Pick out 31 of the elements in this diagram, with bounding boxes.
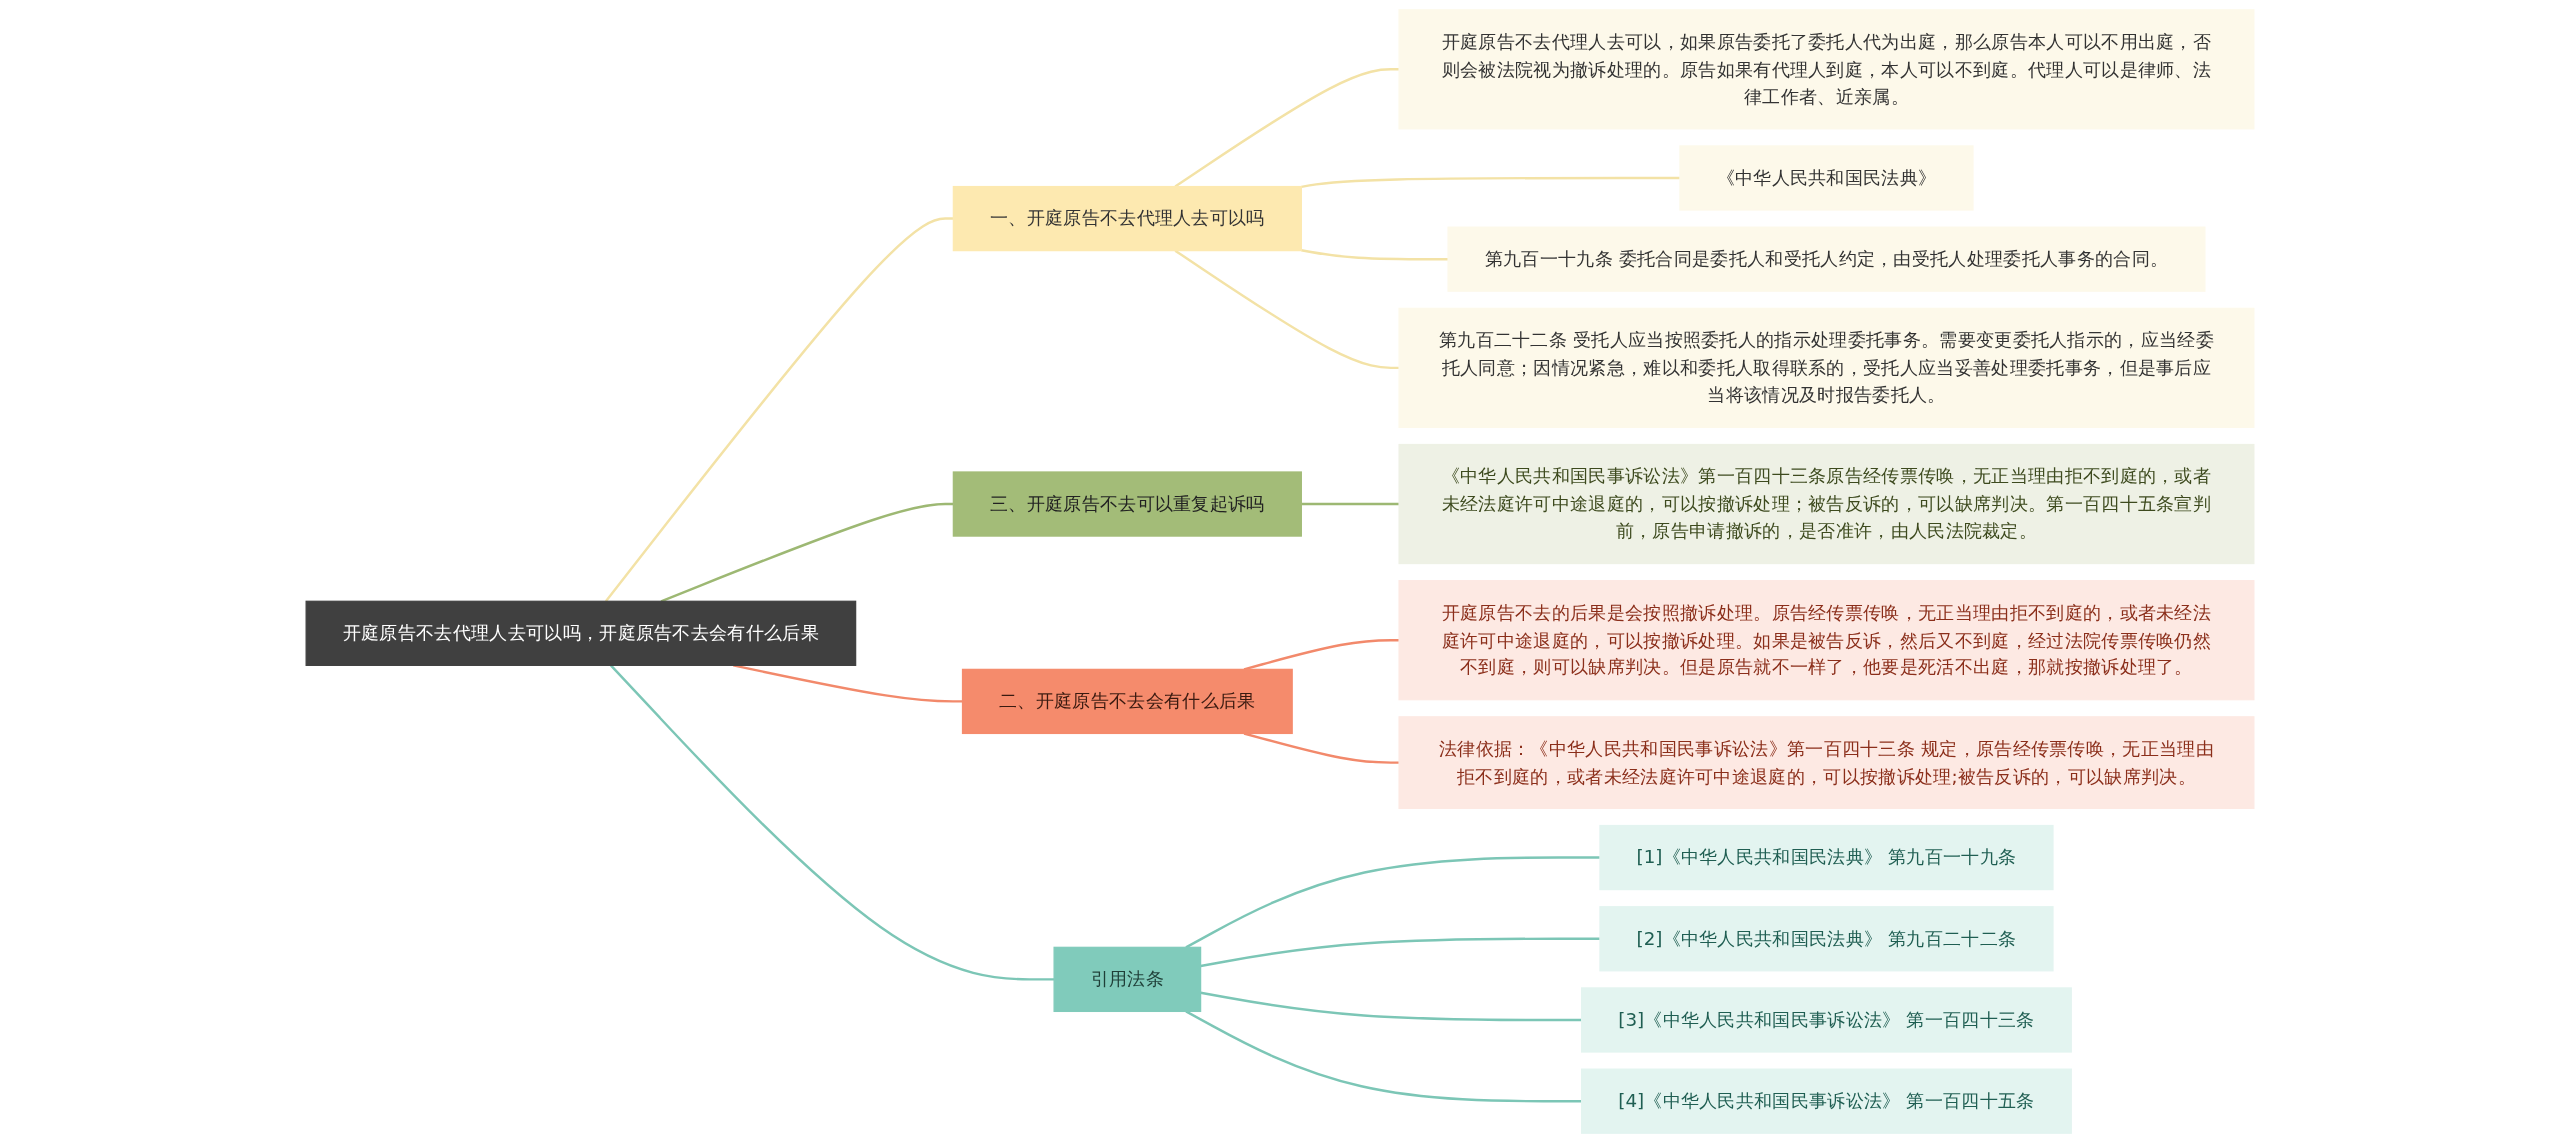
node-box: [961, 668, 1293, 735]
node-box: [305, 600, 857, 666]
connector: [604, 217, 954, 602]
node-box: [1398, 307, 2255, 428]
connector: [1301, 249, 1449, 261]
node-box: [1599, 824, 2054, 891]
node-box: [1679, 145, 1974, 211]
connector: [660, 502, 954, 603]
connector: [609, 664, 1055, 981]
node-box: [1398, 443, 2255, 565]
connector: [1243, 638, 1400, 671]
connector: [1174, 68, 1400, 188]
connector: [1200, 991, 1582, 1022]
connector: [1174, 249, 1400, 370]
node-box: [1599, 906, 2054, 972]
connector: [1301, 502, 1400, 506]
node-box: [1398, 9, 2255, 130]
connector: [1185, 856, 1600, 949]
connector: [1185, 1010, 1582, 1103]
connector: [1301, 176, 1680, 189]
connector: [1243, 732, 1400, 764]
node-box: [1581, 987, 2072, 1053]
node-box: [1053, 946, 1202, 1013]
connector: [733, 664, 963, 703]
connector: [1200, 937, 1600, 968]
node-box: [1398, 716, 2255, 809]
node-box: [1398, 580, 2255, 701]
node-box: [952, 471, 1302, 537]
node-box: [952, 185, 1302, 252]
node-box: [1447, 226, 2206, 292]
node-box: [1581, 1068, 2072, 1134]
